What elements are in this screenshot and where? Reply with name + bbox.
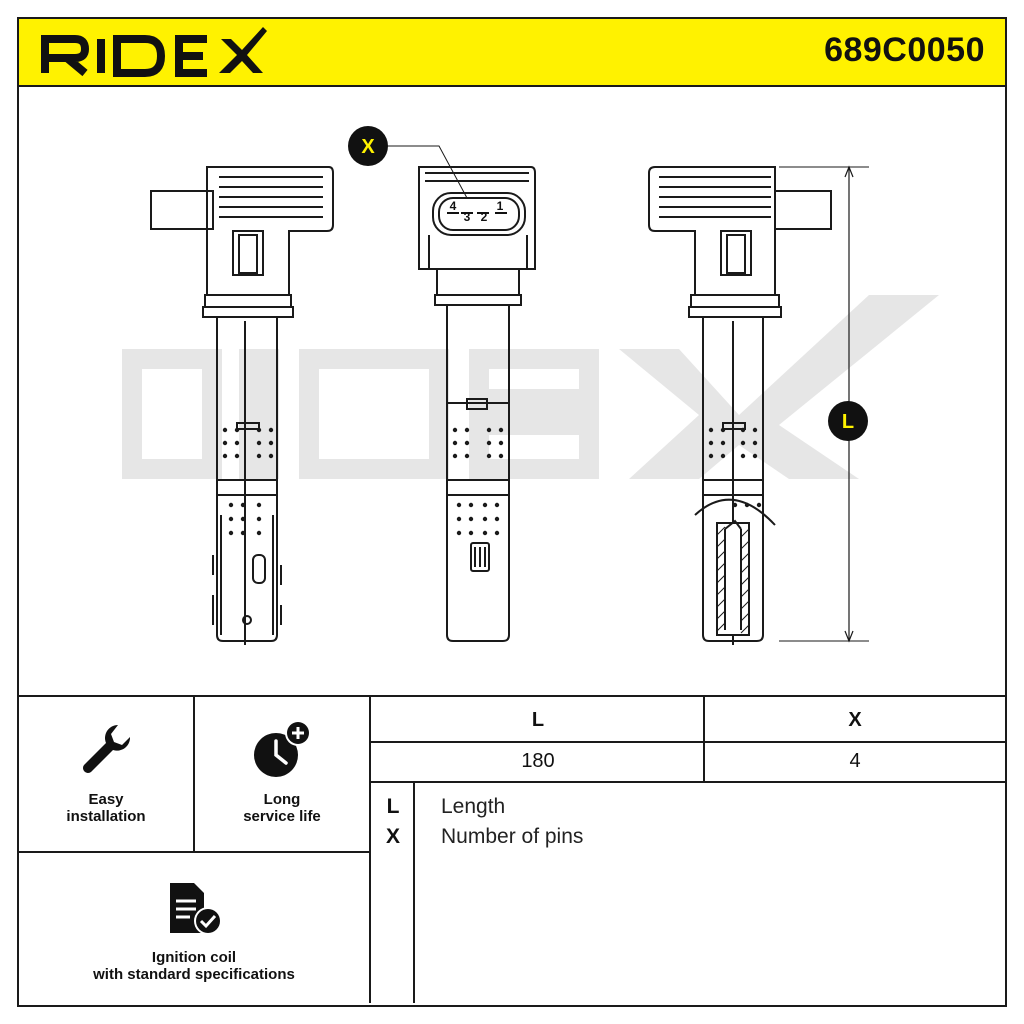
header-bar: 689C0050	[19, 19, 1005, 87]
feature-standard-specifications: Ignition coil with standard specificatio…	[19, 853, 371, 1003]
feature-label-line2: installation	[66, 808, 146, 825]
feature-label-line2: with standard specifications	[93, 966, 295, 983]
clock-plus-icon	[254, 720, 311, 777]
callout-l: L	[828, 401, 868, 441]
table-divider	[371, 741, 1005, 743]
feature-easy-installation: Easy installation	[19, 697, 195, 853]
feature-label-line1: Easy	[88, 791, 124, 808]
legend-key-l: L	[386, 795, 400, 818]
technical-drawing: 4 3 2 1 X L	[19, 85, 1005, 695]
feature-label-line2: service life	[243, 808, 321, 825]
vent-dots	[222, 427, 762, 536]
feature-label-line1: Long	[263, 791, 301, 808]
legend-text-l: Length	[441, 795, 506, 818]
product-sheet: 689C0050	[17, 17, 1007, 1007]
svg-text:X: X	[361, 136, 375, 158]
pin-label-3: 3	[464, 210, 471, 224]
ridex-logo-icon	[41, 27, 267, 77]
wrench-icon	[83, 725, 131, 773]
brand-logo	[39, 25, 269, 84]
table-value-x: 4	[849, 750, 861, 772]
coil-side-view-left	[150, 166, 334, 645]
ignition-coil-drawing: 4 3 2 1 X L	[122, 126, 939, 645]
feature-long-service-life: Long service life	[195, 697, 371, 853]
part-number: 689C0050	[824, 31, 985, 69]
pin-label-4: 4	[450, 199, 457, 213]
legend-key-x: X	[385, 825, 400, 848]
coil-front-view-middle	[418, 166, 536, 642]
legend-divider	[413, 783, 415, 1003]
feature-label-line1: Ignition coil	[151, 949, 237, 966]
table-header-x: X	[848, 709, 862, 731]
coil-side-view-right	[648, 166, 832, 645]
pin-label-2: 2	[481, 210, 488, 224]
table-column-divider	[703, 697, 705, 781]
callout-x: X	[348, 126, 388, 166]
table-bottom-divider	[371, 781, 1005, 783]
table-header-l: L	[531, 709, 545, 731]
pin-label-1: 1	[497, 199, 504, 213]
document-check-icon	[170, 883, 222, 935]
info-section: Easy installation Long service life	[19, 695, 1005, 1005]
legend-text-x: Number of pins	[441, 825, 584, 848]
svg-text:L: L	[842, 411, 854, 433]
table-value-l: 180	[521, 750, 555, 772]
